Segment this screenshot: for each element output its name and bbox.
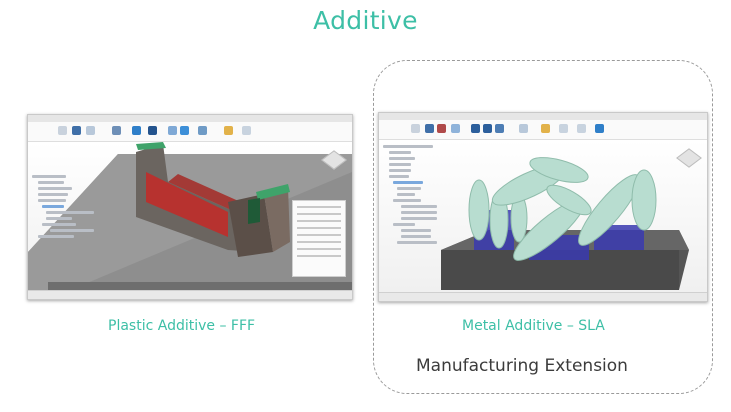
move-icon <box>425 124 434 133</box>
toolbar-icon <box>224 126 233 135</box>
toolbar-icon <box>132 126 141 135</box>
caption-metal-additive: Metal Additive – SLA <box>462 318 605 334</box>
toolbar-icon <box>86 126 95 135</box>
viewport-3d[interactable] <box>379 140 707 293</box>
sla-screenshot <box>378 112 708 302</box>
fff-build-plate-illustration <box>28 142 352 291</box>
viewport-3d[interactable] <box>28 142 352 291</box>
toolbar-icon <box>168 126 177 135</box>
toolbar-icon <box>198 126 207 135</box>
sla-build-platform-illustration <box>441 157 689 290</box>
toolbar-icon <box>112 126 121 135</box>
toolbar-icon <box>595 124 604 133</box>
app-statusbar <box>28 290 352 299</box>
print-settings-panel[interactable] <box>292 200 346 277</box>
toolbar-icon <box>471 124 480 133</box>
toolbar-icon <box>411 124 420 133</box>
toolbar-icon <box>519 124 528 133</box>
slide-title: Additive <box>313 6 418 35</box>
manufacturing-extension-label: Manufacturing Extension <box>416 356 628 376</box>
app-toolbar <box>28 122 352 142</box>
toolbar-icon <box>242 126 251 135</box>
manufacturing-extension-group <box>373 60 713 394</box>
toolbar-icon <box>58 126 67 135</box>
app-toolbar <box>379 120 707 140</box>
toolbar-icon <box>577 124 586 133</box>
toolbar-icon <box>483 124 492 133</box>
toolbar-icon <box>541 124 550 133</box>
browser-tree[interactable] <box>383 142 445 247</box>
move-icon <box>72 126 81 135</box>
caption-plastic-additive: Plastic Additive – FFF <box>108 318 256 334</box>
fff-screenshot <box>27 114 353 300</box>
toolbar-icon <box>495 124 504 133</box>
toolbar-icon <box>559 124 568 133</box>
browser-tree[interactable] <box>32 172 94 241</box>
toolbar-icon <box>451 124 460 133</box>
app-statusbar <box>379 292 707 301</box>
toolbar-icon <box>148 126 157 135</box>
toolbar-icon <box>180 126 189 135</box>
toolbar-icon <box>437 124 446 133</box>
